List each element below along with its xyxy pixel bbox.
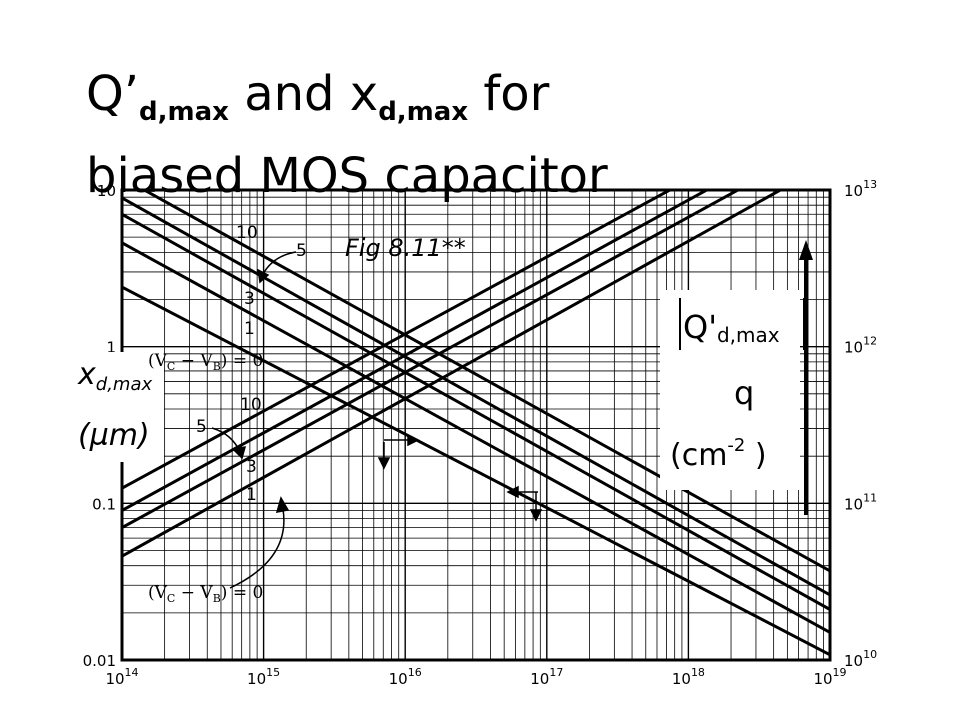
figure-caption: Fig 8.11** bbox=[345, 234, 466, 262]
xd-curve-label: 3 bbox=[244, 289, 255, 309]
xd-curve-line bbox=[122, 196, 830, 597]
x-tick-label: 1015 bbox=[247, 666, 280, 688]
xd-curve-line bbox=[141, 190, 830, 573]
xd-curve-line bbox=[122, 241, 830, 634]
left-axis-label: xd,max (µm) bbox=[76, 352, 164, 462]
xd-curve-label: 5 bbox=[296, 241, 307, 261]
x-tick-label: 1018 bbox=[672, 666, 705, 688]
series-lines bbox=[122, 190, 830, 657]
x-tick-label: 1016 bbox=[389, 666, 422, 688]
x-tick-label: 1019 bbox=[813, 666, 846, 688]
x-tick-label: 1014 bbox=[105, 666, 138, 688]
right-tick-label: 1013 bbox=[844, 178, 877, 200]
right-axis-label: Q'd,max q (cm-2 ) bbox=[660, 290, 805, 490]
right-tick-label: 1012 bbox=[844, 335, 877, 357]
annotation-leaders bbox=[211, 251, 543, 589]
left-tick-label: 10 bbox=[97, 182, 116, 200]
svg-text:(µm): (µm) bbox=[78, 418, 150, 453]
svg-text:(cm-2 ): (cm-2 ) bbox=[670, 435, 767, 473]
left-tick-label: 1 bbox=[106, 339, 116, 357]
left-tick-label: 0.1 bbox=[92, 495, 116, 513]
left-tick-label: 0.01 bbox=[83, 652, 116, 670]
qd-curve-line bbox=[122, 190, 710, 512]
right-axis-arrow bbox=[799, 240, 813, 515]
right-tick-label: 1010 bbox=[844, 648, 877, 670]
xd-curve-labels: 10 5 3 1 bbox=[236, 223, 307, 339]
qd-curve-line bbox=[122, 190, 742, 529]
qd-curve-label: 10 bbox=[240, 395, 262, 415]
xd-curve-label: 1 bbox=[244, 319, 255, 339]
plot-grid bbox=[122, 190, 830, 660]
xd-curve-line bbox=[122, 285, 830, 657]
qd-curve-label: 1 bbox=[246, 485, 257, 505]
xd-curve-line bbox=[122, 212, 830, 611]
xd-curve-label: 10 bbox=[236, 223, 258, 243]
right-tick-label: 1011 bbox=[844, 491, 877, 513]
qd-curve-label: 5 bbox=[196, 417, 207, 437]
qd-curve-labels: 10 5 3 1 bbox=[196, 395, 262, 505]
svg-text:(VC − VB) = 0: (VC − VB) = 0 bbox=[148, 583, 263, 605]
qd-curve-label: 3 bbox=[246, 457, 257, 477]
qd-curve-line bbox=[122, 190, 784, 558]
vc-vb-label-lower: (VC − VB) = 0 bbox=[148, 583, 263, 605]
svg-text:q: q bbox=[734, 374, 754, 412]
svg-text:(VC − VB) = 0: (VC − VB) = 0 bbox=[148, 351, 263, 373]
x-tick-label: 1017 bbox=[530, 666, 563, 688]
vc-vb-label-upper: (VC − VB) = 0 bbox=[148, 351, 263, 373]
svg-text:Q'd,max: Q'd,max bbox=[683, 308, 780, 347]
qd-curve-line bbox=[122, 190, 673, 490]
svg-text:xd,max: xd,max bbox=[77, 357, 152, 395]
